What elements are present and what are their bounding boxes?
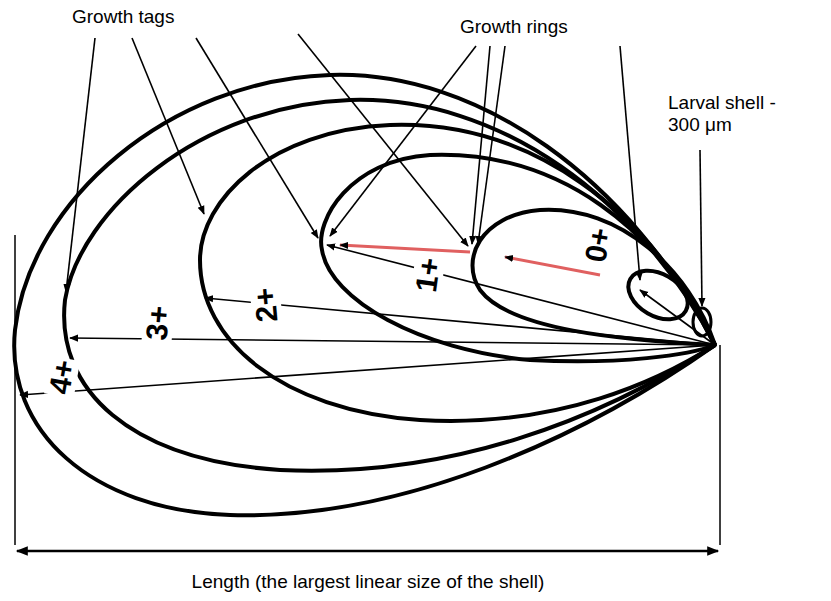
age-number: 2+: [249, 285, 282, 326]
radius-arrow: [20, 345, 715, 395]
leader-line: [620, 46, 640, 280]
leader-line: [330, 46, 476, 236]
growth-line: [64, 100, 715, 471]
radius-arrow: [640, 290, 715, 345]
leader-line: [66, 38, 95, 292]
leader-line: [472, 46, 490, 244]
dimension-line: [17, 550, 718, 553]
growth-ring: [620, 261, 696, 329]
callout-text: Larval shell - 300 μm: [668, 92, 798, 136]
age-number: 1+: [410, 254, 445, 296]
age-number: 0+: [580, 224, 616, 267]
age-number: 4+: [44, 356, 80, 399]
dimension-extension: [14, 235, 16, 545]
growth-ring: [473, 210, 716, 345]
callout-text: Growth rings: [460, 16, 568, 38]
increment-line: [340, 245, 470, 252]
callout-text: Growth tags: [72, 6, 174, 28]
leader-line: [478, 46, 505, 244]
leader-line: [132, 38, 204, 214]
shell-outline: [14, 75, 715, 515]
leader-line: [196, 38, 318, 238]
leader-line: [298, 34, 468, 246]
growth-line: [321, 155, 715, 362]
leader-line: [700, 150, 702, 306]
radius-arrow: [327, 245, 715, 345]
age-number: 3+: [141, 303, 174, 344]
dimension-label: Length (the largest linear size of the s…: [192, 571, 545, 593]
dimension-extension: [719, 345, 721, 545]
